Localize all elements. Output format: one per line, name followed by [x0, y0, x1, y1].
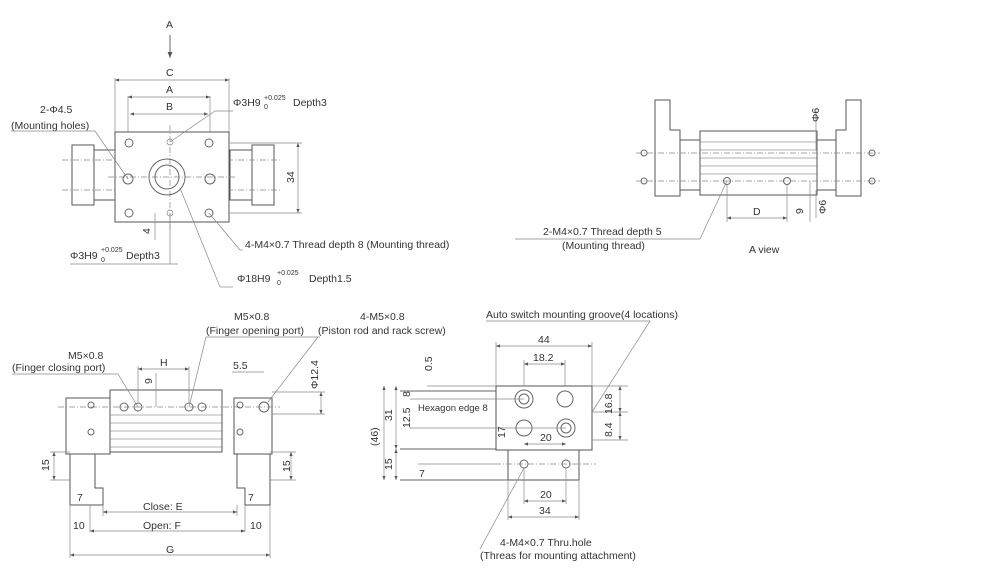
mount-holes-desc: (Mounting holes)	[11, 120, 89, 132]
dim-b: B	[166, 101, 173, 113]
front-view: A C A B 34	[11, 19, 449, 288]
thread-line1: 2-M4×0.7 Thread depth 5	[543, 226, 662, 238]
open-f: Open: F	[143, 520, 181, 532]
dim-8: 8	[401, 391, 413, 397]
bottom-view: Auto switch mounting groove(4 locations)…	[369, 309, 678, 562]
dim-7-left: 7	[77, 492, 83, 504]
dim-h: H	[160, 357, 168, 369]
bore: Φ18H9	[237, 273, 271, 285]
pin-hole-bottom-depth: Depth3	[126, 250, 160, 262]
pin-hole-bottom-tol-lower: 0	[101, 257, 105, 264]
phi6-top: Φ6	[810, 108, 822, 122]
mount-holes-count: 2-Φ4.5	[40, 104, 72, 116]
dim-17: 17	[496, 426, 508, 438]
dim-d: D	[753, 206, 761, 218]
dim-20-bottom: 20	[540, 489, 552, 501]
pin-hole-top-depth: Depth3	[293, 97, 327, 109]
dim-a: A	[166, 84, 173, 96]
dim-15-left: 15	[40, 459, 52, 471]
dim-7: 7	[419, 468, 425, 480]
hex-edge: Hexagon edge 8	[418, 403, 488, 414]
view-arrow-label: A	[166, 19, 173, 31]
dim-31: 31	[383, 409, 395, 421]
pin-hole-bottom-tol-upper: +0.025	[101, 247, 123, 254]
groove-label: Auto switch mounting groove(4 locations)	[486, 309, 678, 321]
rack-screw-line1: 4-M5×0.8	[360, 311, 405, 323]
pin-hole-top-tol-upper: +0.025	[264, 95, 286, 102]
dim-phi12-4: Φ12.4	[309, 360, 321, 389]
dim-34: 34	[539, 505, 551, 517]
dim-15: 15	[383, 458, 395, 470]
dim-46: (46)	[369, 427, 381, 446]
dim-20-mid: 20	[540, 432, 552, 444]
dim-c: C	[166, 67, 174, 79]
dim-34: 34	[285, 171, 297, 183]
closing-port-line2: (Finger closing port)	[12, 362, 105, 374]
thread-line2: (Mounting thread)	[562, 240, 645, 252]
bore-tol-upper: +0.025	[277, 270, 299, 277]
dim-10-right: 10	[250, 520, 262, 532]
bore-depth: Depth1.5	[309, 273, 352, 285]
dim-7-right: 7	[248, 492, 254, 504]
dim-44: 44	[538, 334, 550, 346]
a-view: Φ6 Φ6 D 9 2-M4×0.7 Thread depth 5 (Mount…	[515, 99, 880, 256]
pin-hole-top: Φ3H9	[233, 97, 261, 109]
side-view: M5×0.8 (Finger closing port) M5×0.8 (Fin…	[12, 311, 446, 558]
rack-screw-line2: (Piston rod and rack screw)	[318, 325, 446, 337]
dim-15-right: 15	[281, 460, 293, 472]
mount-thread: 4-M4×0.7 Thread depth 8 (Mounting thread…	[245, 239, 449, 251]
dim-9: 9	[143, 378, 155, 384]
dim-10-left: 10	[73, 520, 85, 532]
bore-tol-lower: 0	[277, 280, 281, 287]
thru-line1: 4-M4×0.7 Thru.hole	[500, 537, 592, 549]
pin-hole-bottom: Φ3H9	[70, 250, 98, 262]
dim-16-8: 16.8	[603, 393, 615, 414]
opening-port-line1: M5×0.8	[234, 311, 269, 323]
dim-12-5: 12.5	[401, 407, 413, 428]
dim-18-2: 18.2	[533, 352, 554, 364]
a-view-caption: A view	[749, 244, 780, 256]
dim-5-5: 5.5	[233, 360, 248, 372]
dim-8-4: 8.4	[603, 422, 615, 437]
dim-0-5: 0.5	[423, 356, 435, 371]
opening-port-line2: (Finger opening port)	[206, 325, 304, 337]
dim-4: 4	[141, 228, 153, 234]
close-e: Close: E	[143, 501, 183, 513]
thru-line2: (Threas for mounting attachment)	[480, 550, 636, 562]
closing-port-line1: M5×0.8	[68, 350, 103, 362]
phi6-bottom: Φ6	[817, 200, 829, 214]
dim-g: G	[166, 544, 174, 556]
dim-9: 9	[794, 208, 806, 214]
pin-hole-top-tol-lower: 0	[264, 104, 268, 111]
